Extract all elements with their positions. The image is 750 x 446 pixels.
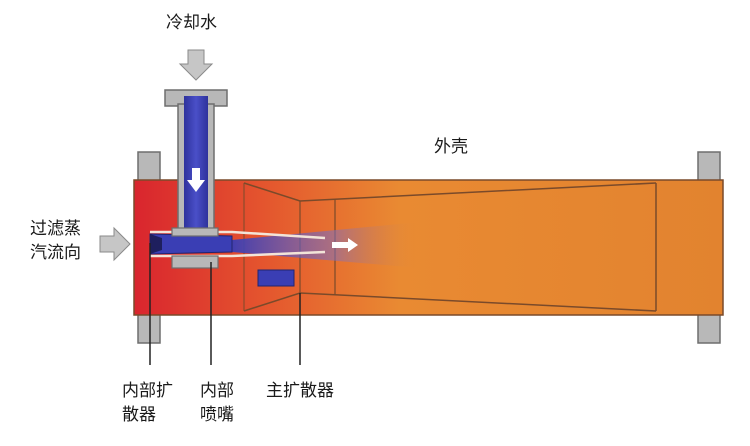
inner-nozzle-label-2: 喷嘴 bbox=[200, 405, 234, 425]
left-flange-top bbox=[137, 151, 161, 183]
spray-cone bbox=[232, 222, 420, 268]
inner-diffuser-tip bbox=[150, 234, 162, 254]
casing-label: 外壳 bbox=[434, 137, 468, 157]
steam-flow-label-1: 过滤蒸 bbox=[30, 219, 81, 239]
cooling-water-pipe bbox=[184, 96, 208, 236]
steam-flow-label-2: 汽流向 bbox=[30, 243, 81, 263]
nozzle-collar-top bbox=[171, 227, 219, 237]
nozzle-collar-bottom bbox=[171, 255, 219, 269]
right-flange-bottom bbox=[697, 312, 721, 344]
cooling-water-inlet-arrow-icon bbox=[178, 49, 214, 81]
inner-nozzle-label-1: 内部 bbox=[200, 381, 234, 401]
right-flange-top bbox=[697, 151, 721, 183]
inner-nozzle-body bbox=[149, 233, 233, 255]
steam-inlet-arrow-icon bbox=[99, 226, 131, 262]
water-flow-arrow-icon bbox=[187, 168, 205, 192]
left-flange-bottom bbox=[137, 312, 161, 344]
spray-direction-arrow-icon bbox=[332, 238, 358, 252]
main-diffuser-label: 主扩散器 bbox=[266, 381, 334, 401]
cooling-water-label: 冷却水 bbox=[166, 13, 217, 33]
internal-block bbox=[257, 269, 295, 287]
inner-diffuser-label-1: 内部扩 bbox=[122, 381, 173, 401]
inner-diffuser-label-2: 散器 bbox=[122, 405, 156, 425]
